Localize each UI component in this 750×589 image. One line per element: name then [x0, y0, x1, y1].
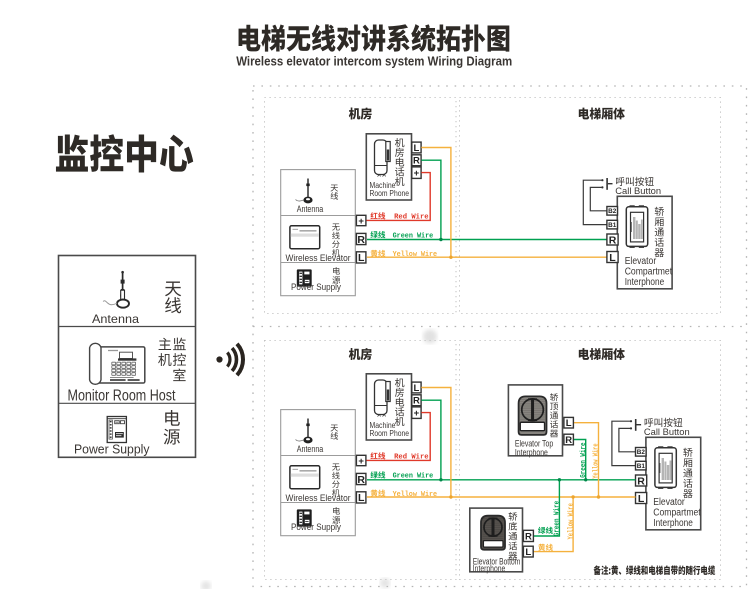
svg-text:Machine: Machine [370, 180, 396, 190]
svg-text:L: L [638, 493, 645, 505]
svg-text:B2: B2 [608, 208, 617, 215]
svg-text:Antenna: Antenna [297, 204, 324, 214]
svg-text:B1: B1 [637, 463, 646, 470]
svg-text:Machine: Machine [370, 420, 396, 430]
svg-text:Power Supply: Power Supply [291, 522, 341, 532]
svg-text:Elevator: Elevator [625, 256, 657, 267]
svg-text:+: + [414, 408, 420, 419]
svg-text:+: + [358, 456, 364, 467]
svg-text:Compartmet: Compartmet [653, 508, 701, 519]
svg-text:Interphone: Interphone [653, 518, 693, 529]
svg-text:Yellow Wire: Yellow Wire [567, 503, 575, 540]
svg-text:Room Phone: Room Phone [370, 188, 410, 198]
svg-text:L: L [609, 252, 616, 264]
svg-text:Red Wire: Red Wire [394, 454, 429, 462]
svg-text:L: L [414, 143, 420, 154]
svg-text:R: R [525, 531, 532, 542]
svg-text:Green Wire: Green Wire [554, 500, 562, 536]
svg-text:Green Wire: Green Wire [393, 473, 434, 481]
svg-text:R: R [565, 435, 572, 446]
svg-text:R: R [609, 234, 617, 246]
svg-text:Interphone: Interphone [473, 564, 506, 574]
svg-text:+: + [414, 168, 420, 179]
svg-text:+: + [358, 216, 364, 227]
svg-text:L: L [358, 492, 365, 504]
svg-text:R: R [413, 156, 420, 167]
svg-text:Elevator: Elevator [653, 497, 685, 508]
svg-text:R: R [357, 234, 365, 246]
svg-text:Call Button: Call Button [644, 427, 690, 438]
svg-text:Red Wire: Red Wire [394, 214, 429, 222]
svg-text:Elevator Top: Elevator Top [515, 438, 553, 449]
svg-text:Yellow Wire: Yellow Wire [393, 251, 438, 259]
svg-text:Antenna: Antenna [92, 312, 139, 326]
svg-text:Room Phone: Room Phone [370, 428, 410, 438]
svg-text:L: L [525, 547, 531, 558]
svg-text:Interphone: Interphone [515, 447, 548, 458]
svg-text:Monitor Room Host: Monitor Room Host [68, 388, 177, 405]
svg-text:L: L [566, 418, 572, 429]
svg-text:B1: B1 [608, 222, 617, 229]
svg-text:B2: B2 [637, 449, 646, 456]
svg-text:Elevator Bottom: Elevator Bottom [473, 556, 521, 566]
svg-text:Green Wire: Green Wire [580, 442, 588, 478]
svg-text:Interphone: Interphone [625, 277, 665, 288]
svg-text:Yellow Wire: Yellow Wire [593, 443, 601, 479]
svg-text:L: L [414, 383, 420, 394]
svg-text:Call Button: Call Button [615, 186, 661, 197]
svg-text:R: R [637, 475, 645, 487]
svg-text:Power Supply: Power Supply [74, 442, 150, 456]
svg-text:R: R [413, 396, 420, 407]
svg-text:Wireless Elevator: Wireless Elevator [286, 253, 351, 263]
svg-text:R: R [357, 474, 365, 486]
svg-text:Antenna: Antenna [297, 444, 324, 454]
svg-text:Wireless elevator intercom sys: Wireless elevator intercom system Wiring… [236, 54, 512, 69]
svg-text:L: L [358, 252, 365, 264]
svg-text:Green Wire: Green Wire [393, 232, 434, 240]
svg-text:Power Supply: Power Supply [291, 282, 341, 292]
svg-text:Yellow Wire: Yellow Wire [393, 491, 438, 499]
svg-text:Compartmet: Compartmet [625, 267, 673, 278]
svg-text:Wireless Elevator: Wireless Elevator [286, 493, 351, 503]
